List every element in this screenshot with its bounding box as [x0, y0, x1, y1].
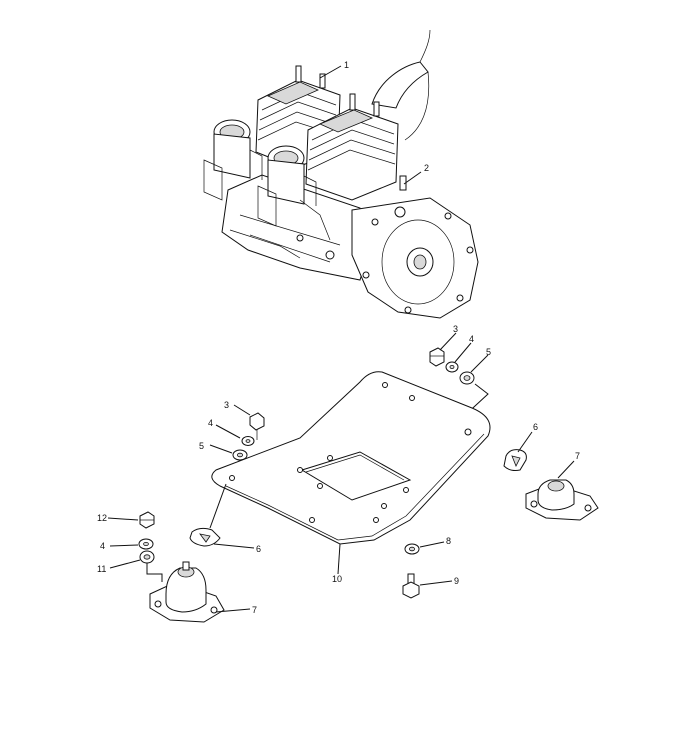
callout-4-left: 4: [208, 418, 213, 428]
nut-11: [139, 550, 155, 564]
callout-3-left: 3: [224, 400, 229, 410]
rubber-mount-7-left: [149, 561, 225, 623]
bolt-12: [139, 511, 155, 529]
callout-11: 11: [97, 564, 106, 574]
washer-4-lower-left: [138, 538, 154, 550]
callout-6-left: 6: [256, 544, 261, 554]
callout-10: 10: [332, 574, 342, 584]
washer-4-left: [241, 436, 255, 446]
callout-2: 2: [424, 163, 429, 173]
washer-5-right: [459, 371, 475, 385]
callout-4-right: 4: [469, 334, 474, 344]
clip-6-right: [503, 449, 527, 471]
callout-5-left: 5: [199, 441, 204, 451]
callout-7-right: 7: [575, 451, 580, 461]
bolt-3-right: [429, 347, 445, 367]
rubber-mount-7-right: [525, 479, 599, 521]
callout-1: 1: [344, 60, 349, 70]
washer-8: [404, 543, 420, 555]
callout-5-right: 5: [486, 347, 491, 357]
callout-3-right: 3: [453, 324, 458, 334]
clip-6-left: [189, 527, 221, 547]
mount-plate-10: [211, 371, 491, 545]
bolt-3-left: [249, 412, 265, 440]
callout-4-lower-left: 4: [100, 541, 105, 551]
engine-assembly: [203, 29, 479, 319]
callout-7-left: 7: [252, 605, 257, 615]
callout-12: 12: [97, 513, 107, 523]
callout-9: 9: [454, 576, 459, 586]
bolt-9: [402, 573, 420, 599]
callout-6-right: 6: [533, 422, 538, 432]
washer-4-right: [445, 361, 459, 373]
callout-8: 8: [446, 536, 451, 546]
washer-5-left: [232, 449, 248, 461]
